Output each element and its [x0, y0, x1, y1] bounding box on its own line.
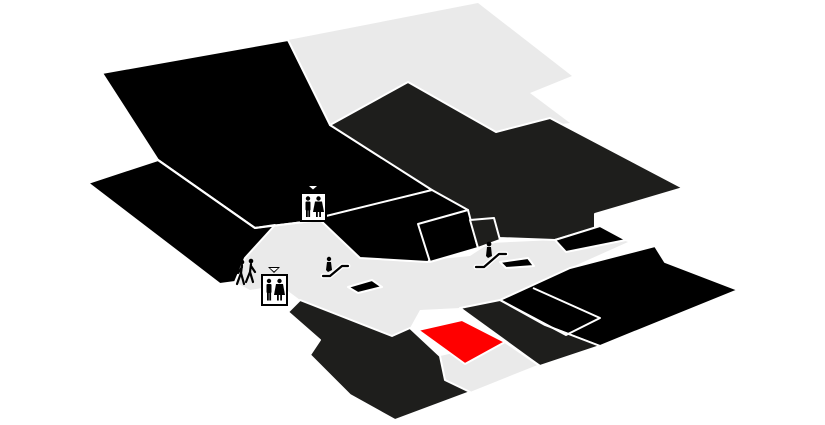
elevator-icon[interactable]: [261, 267, 288, 306]
store-units: [87, 39, 739, 421]
store-unit-east-strip: [554, 225, 627, 253]
corridor-areas: [235, 3, 628, 392]
store-unit-small-kiosk: [469, 217, 501, 249]
partition-line: [157, 159, 256, 229]
escalator-icon[interactable]: [473, 241, 509, 270]
store-unit-south: [287, 299, 471, 421]
escalator-icon[interactable]: [320, 256, 351, 279]
partition-line: [499, 287, 601, 336]
highlighted-store-unit[interactable]: [417, 319, 506, 365]
corridor-top: [288, 3, 572, 132]
store-unit-tiny-block: [347, 279, 383, 294]
partition-line: [459, 307, 541, 367]
elevator-icon[interactable]: [300, 185, 327, 222]
walking-people-icon: [235, 258, 257, 286]
store-unit-tiny-block-east: [499, 257, 535, 269]
corridor-main: [235, 218, 628, 336]
